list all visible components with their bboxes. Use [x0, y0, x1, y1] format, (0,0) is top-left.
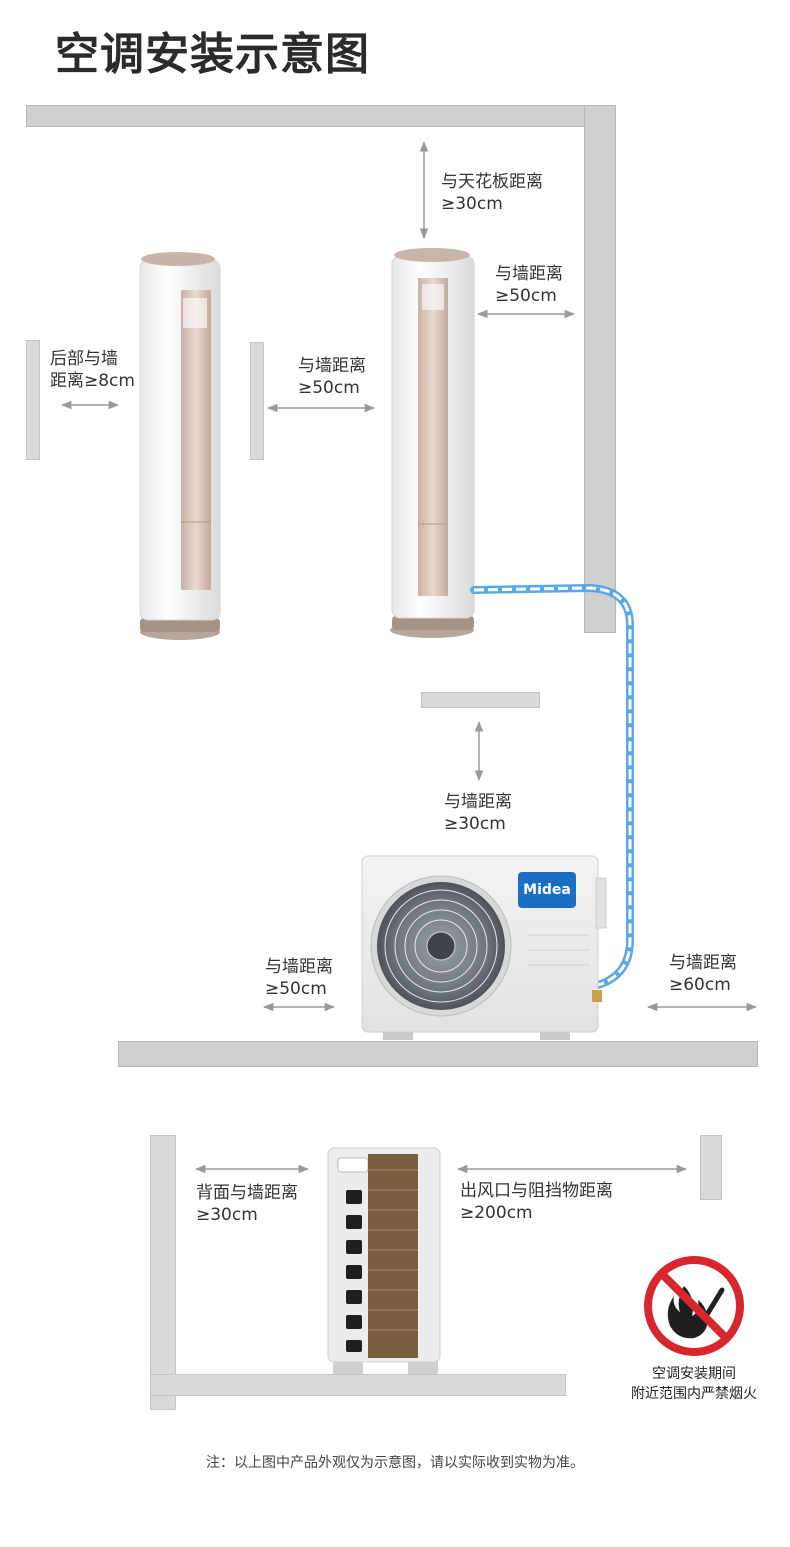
outdoor-right-label-line1: 与墙距离: [669, 953, 737, 973]
indoor-unit-right: [390, 248, 475, 638]
no-fire-icon: [644, 1256, 744, 1356]
ceiling-label: 与天花板距离 ≥30cm: [441, 171, 543, 215]
outdoor-right-label-line2: ≥60cm: [669, 975, 731, 995]
side-label-line2: ≥50cm: [298, 378, 360, 398]
outdoor-floor: [118, 1041, 758, 1067]
outdoor-top-label: 与墙距离 ≥30cm: [444, 791, 512, 835]
back-label: 背面与墙距离 ≥30cm: [196, 1182, 298, 1226]
ceiling-label-line2: ≥30cm: [441, 194, 503, 214]
side-label-line1: 与墙距离: [298, 356, 366, 376]
footnote: 注：以上图中产品外观仅为示意图，请以实际收到实物为准。: [206, 1455, 584, 1471]
rear-label-line1: 后部与墙: [50, 349, 118, 369]
bottom-left-wall: [150, 1135, 176, 1410]
ceiling-label-line1: 与天花板距离: [441, 172, 543, 192]
side-wall-stub: [250, 342, 264, 460]
outdoor-top-label-line1: 与墙距离: [444, 792, 512, 812]
refrigerant-pipe-inner: [473, 586, 632, 987]
page-title: 空调安装示意图: [55, 29, 370, 80]
outdoor-top-label-line2: ≥30cm: [444, 814, 506, 834]
outdoor-left-label-line1: 与墙距离: [265, 957, 333, 977]
bottom-floor: [150, 1374, 566, 1396]
fire-warning-line2: 附近范围内严禁烟火: [631, 1386, 757, 1402]
rear-label-line2: 距离≥8cm: [50, 371, 135, 391]
outdoor-top-wall: [421, 692, 540, 708]
indoor-unit-left: [139, 252, 221, 640]
rear-label: 后部与墙 距离≥8cm: [50, 348, 135, 392]
right-wall-label-line2: ≥50cm: [495, 286, 557, 306]
outlet-label-line1: 出风口与阻挡物距离: [460, 1181, 613, 1201]
fire-warning-line1: 空调安装期间: [652, 1366, 736, 1382]
right-room-wall: [584, 105, 616, 633]
rear-wall-stub: [26, 340, 40, 460]
outdoor-left-label: 与墙距离 ≥50cm: [265, 956, 333, 1000]
bottom-right-obstacle: [700, 1135, 722, 1200]
outdoor-left-label-line2: ≥50cm: [265, 979, 327, 999]
outdoor-right-label: 与墙距离 ≥60cm: [669, 952, 737, 996]
side-label: 与墙距离 ≥50cm: [298, 355, 366, 399]
outlet-label-line2: ≥200cm: [460, 1203, 533, 1223]
back-label-line1: 背面与墙距离: [196, 1183, 298, 1203]
outdoor-unit-front: [361, 855, 607, 1040]
fire-warning: 空调安装期间 附近范围内严禁烟火: [614, 1364, 774, 1404]
back-label-line2: ≥30cm: [196, 1205, 258, 1225]
brand-logo: Midea: [523, 882, 571, 898]
outlet-label: 出风口与阻挡物距离 ≥200cm: [460, 1180, 613, 1224]
right-wall-label: 与墙距离 ≥50cm: [495, 263, 563, 307]
outdoor-unit-side: [327, 1147, 441, 1374]
right-wall-label-line1: 与墙距离: [495, 264, 563, 284]
